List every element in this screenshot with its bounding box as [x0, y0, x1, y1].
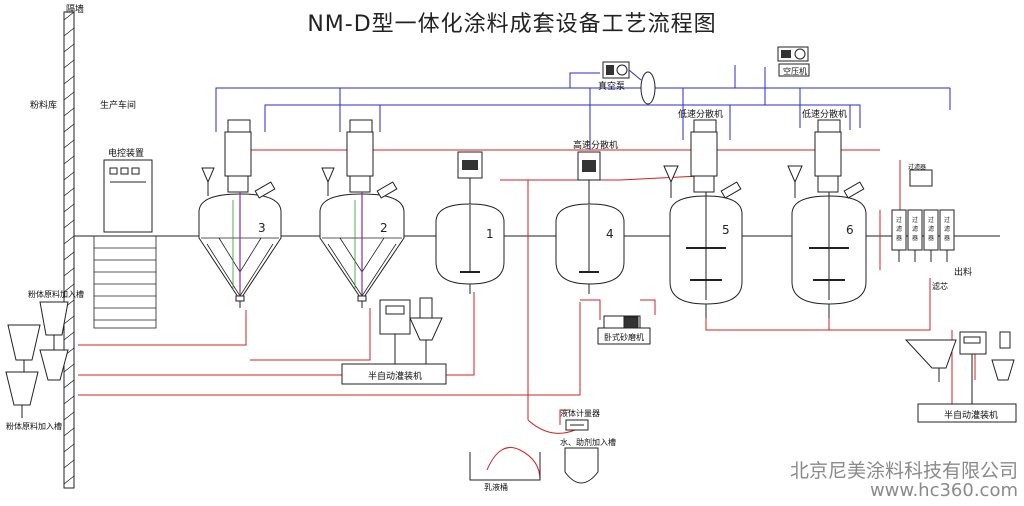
reactor-3 [199, 120, 281, 308]
water-additive-hopper [565, 448, 598, 483]
filter-char-7: 过 [928, 216, 934, 224]
label-filter-top: 过滤器 [908, 162, 926, 171]
tank-number-1: 1 [486, 227, 494, 241]
label-control-unit: 电控装置 [108, 146, 144, 159]
filter-char-9: 器 [928, 235, 934, 242]
label-discharge: 出料 [954, 265, 972, 278]
label-liquid-meter: 液体计量器 [560, 408, 600, 419]
filter-bank [892, 170, 954, 262]
label-water-additive-tank: 水、助剂加入槽 [560, 437, 616, 448]
label-workshop: 生产车间 [100, 98, 136, 111]
label-vacuum-pump: 真空泵 [598, 79, 625, 92]
filter-char-4: 过 [912, 216, 918, 224]
label-horizontal-sand-mill: 卧式砂磨机 [604, 332, 644, 343]
filter-char-8: 滤 [928, 225, 934, 233]
filter-char-11: 滤 [944, 225, 950, 233]
label-powder-feed-tank-1: 粉体原料加入槽 [28, 289, 84, 300]
tank-number-2: 2 [380, 221, 388, 235]
label-emulsion-tank: 乳液桶 [484, 482, 508, 493]
filter-char-5: 滤 [912, 225, 918, 233]
label-low-speed-disperser-1: 低速分散机 [678, 107, 723, 120]
label-air-compressor: 空压机 [783, 66, 807, 77]
label-powder-store: 粉料库 [30, 98, 57, 111]
tank-number-6: 6 [846, 223, 854, 237]
watermark-company: 北京尼美涂料科技有限公司 [790, 456, 1018, 483]
label-filter: 滤芯 [932, 281, 948, 292]
label-semi-auto-filler-1: 半自动灌装机 [368, 369, 422, 382]
tank-1 [436, 152, 504, 294]
label-high-speed-disperser: 高速分散机 [573, 138, 618, 151]
control-cabinet [104, 160, 152, 232]
tank-4 [556, 152, 624, 294]
powder-feed-hoppers [6, 302, 68, 418]
watermark-url: www.hc360.com [870, 480, 1018, 501]
tank-number-3: 3 [258, 221, 266, 235]
reactor-2 [320, 120, 404, 308]
tank-number-5: 5 [722, 223, 730, 237]
filter-char-12: 器 [944, 235, 950, 242]
tank-number-4: 4 [606, 227, 614, 241]
staircase [94, 236, 156, 328]
filter-char-6: 器 [912, 235, 918, 242]
filter-char-2: 滤 [896, 225, 902, 233]
partition-wall [64, 12, 74, 488]
filter-char-3: 器 [896, 235, 902, 242]
filter-char-10: 过 [944, 216, 950, 224]
label-powder-feed-tank-2: 粉体原料加入槽 [6, 421, 62, 432]
liquid-meter-device [566, 420, 588, 430]
filter-char-1: 过 [896, 216, 902, 224]
label-low-speed-disperser-2: 低速分散机 [802, 107, 847, 120]
label-semi-auto-filler-2: 半自动灌装机 [944, 408, 998, 421]
label-wall: 隔墙 [66, 2, 84, 15]
